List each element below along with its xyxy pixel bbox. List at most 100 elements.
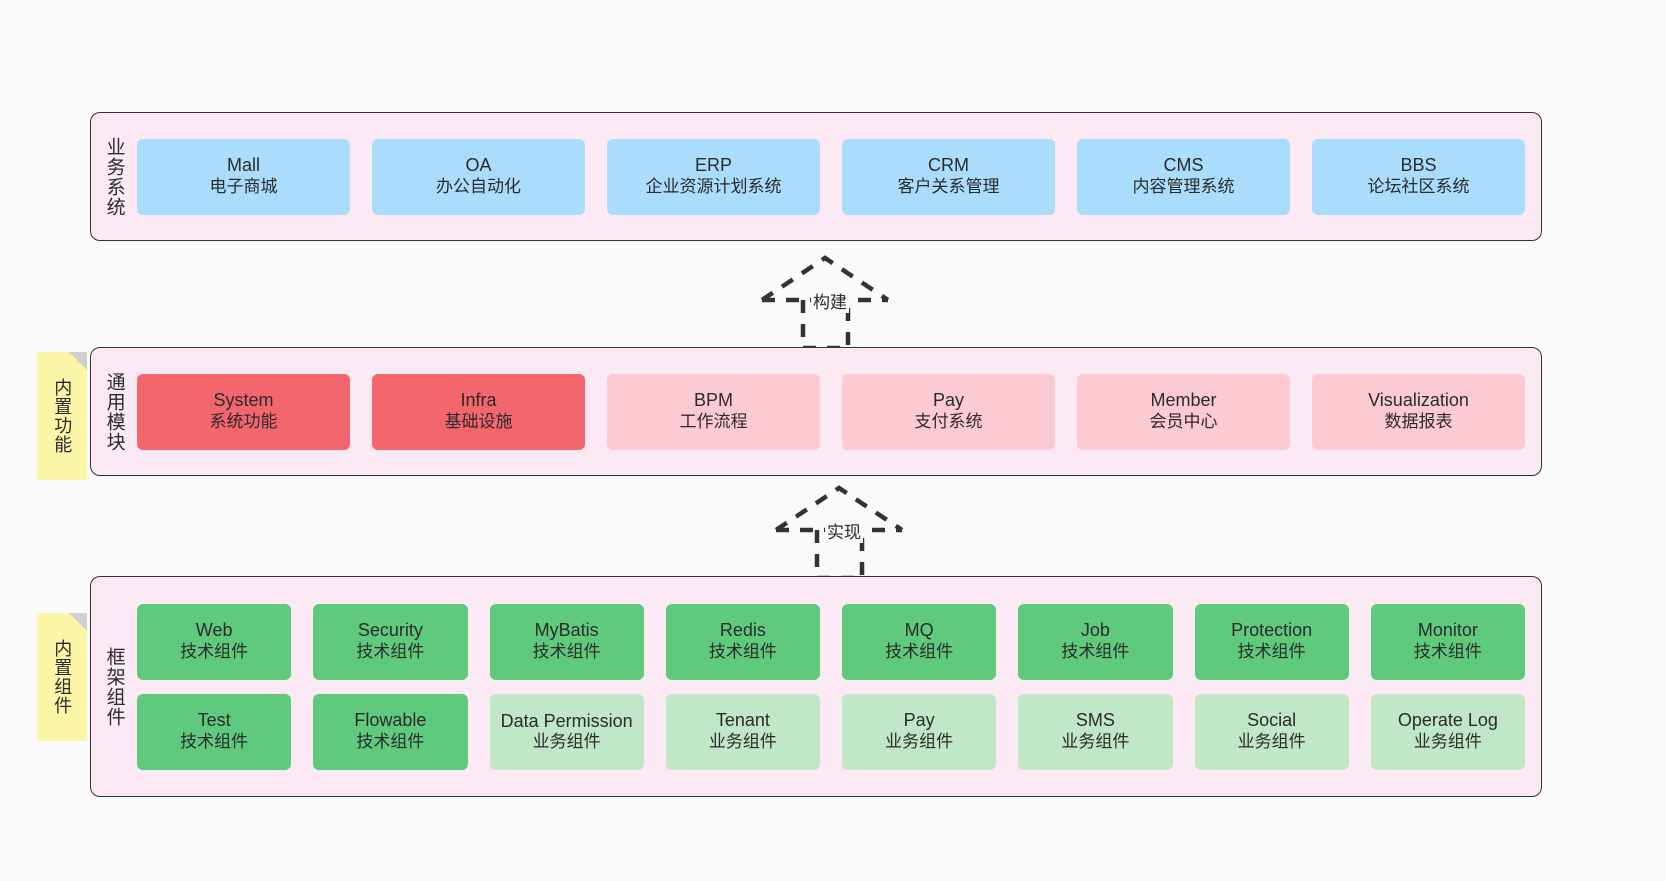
node-protection[interactable]: Protection 技术组件	[1194, 603, 1349, 680]
node-subtitle: 技术组件	[1061, 642, 1130, 662]
node-subtitle: 业务组件	[1061, 732, 1130, 752]
node-crm[interactable]: CRM 客户关系管理	[842, 138, 1055, 215]
node-visualization[interactable]: Visualization 数据报表	[1312, 373, 1525, 450]
node-subtitle: 电子商城	[209, 177, 278, 197]
node-social[interactable]: Social 业务组件	[1194, 693, 1349, 770]
node-subtitle: 系统功能	[209, 412, 278, 432]
node-mall[interactable]: Mall 电子商城	[137, 138, 350, 215]
node-subtitle: 支付系统	[914, 412, 983, 432]
node-subtitle: 办公自动化	[436, 177, 521, 197]
node-title: Pay	[932, 390, 965, 411]
node-title: Web	[195, 620, 233, 641]
layer-common-modules-title: 通用模块	[103, 371, 125, 452]
node-subtitle: 业务组件	[708, 732, 777, 752]
node-mybatis[interactable]: MyBatis 技术组件	[489, 603, 644, 680]
node-title: Visualization	[1368, 390, 1469, 411]
node-row: Test 技术组件 Flowable 技术组件 Data Permission …	[137, 693, 1525, 770]
node-subtitle: 技术组件	[708, 642, 777, 662]
node-data-permission[interactable]: Data Permission 业务组件	[489, 693, 644, 770]
node-subtitle: 技术组件	[885, 642, 954, 662]
layer-common-modules: 通用模块 System 系统功能 Infra 基础设施 BPM 工作流程 Pay…	[90, 347, 1542, 476]
node-flowable[interactable]: Flowable 技术组件	[313, 693, 468, 770]
node-cms[interactable]: CMS 内容管理系统	[1077, 138, 1290, 215]
node-infra[interactable]: Infra 基础设施	[372, 373, 585, 450]
node-subtitle: 业务组件	[885, 732, 954, 752]
note-label: 内置功能	[52, 378, 73, 454]
dashed-generalization-arrow-icon	[774, 485, 904, 581]
node-title: Security	[357, 620, 423, 641]
node-title: Protection	[1231, 620, 1313, 641]
node-subtitle: 内容管理系统	[1132, 177, 1235, 197]
node-oa[interactable]: OA 办公自动化	[372, 138, 585, 215]
connector-implement-label: 实现	[825, 518, 863, 543]
node-title: Tenant	[715, 710, 770, 731]
connector-implement: 实现	[762, 478, 942, 581]
node-title: Redis	[719, 620, 766, 641]
note-builtin-features: 内置功能	[37, 352, 87, 480]
node-web[interactable]: Web 技术组件	[137, 603, 292, 680]
node-job[interactable]: Job 技术组件	[1018, 603, 1173, 680]
node-subtitle: 技术组件	[180, 642, 249, 662]
layer-common-modules-body: System 系统功能 Infra 基础设施 BPM 工作流程 Pay 支付系统…	[137, 348, 1541, 475]
node-title: Job	[1080, 620, 1110, 641]
node-mq[interactable]: MQ 技术组件	[842, 603, 997, 680]
node-pay-module[interactable]: Pay 支付系统	[842, 373, 1055, 450]
node-title: Flowable	[354, 710, 427, 731]
node-title: Social	[1247, 710, 1297, 731]
node-operate-log[interactable]: Operate Log 业务组件	[1370, 693, 1525, 770]
node-subtitle: 技术组件	[1237, 642, 1306, 662]
node-row: Mall 电子商城 OA 办公自动化 ERP 企业资源计划系统 CRM 客户关系…	[137, 138, 1525, 215]
layer-business-systems-title: 业务系统	[103, 136, 125, 217]
node-system[interactable]: System 系统功能	[137, 373, 350, 450]
layer-framework-components-body: Web 技术组件 Security 技术组件 MyBatis 技术组件 Redi…	[137, 577, 1541, 796]
node-test[interactable]: Test 技术组件	[137, 693, 292, 770]
node-subtitle: 数据报表	[1384, 412, 1453, 432]
node-title: Pay	[903, 710, 935, 731]
node-sms[interactable]: SMS 业务组件	[1018, 693, 1173, 770]
note-builtin-components: 内置组件	[37, 613, 87, 741]
node-title: ERP	[694, 155, 732, 176]
note-label: 内置组件	[52, 639, 73, 715]
node-title: BBS	[1400, 155, 1437, 176]
node-row: System 系统功能 Infra 基础设施 BPM 工作流程 Pay 支付系统…	[137, 373, 1525, 450]
node-member[interactable]: Member 会员中心	[1077, 373, 1290, 450]
node-subtitle: 技术组件	[356, 732, 425, 752]
node-title: System	[213, 390, 274, 411]
node-subtitle: 工作流程	[679, 412, 748, 432]
node-subtitle: 会员中心	[1149, 412, 1218, 432]
node-subtitle: 企业资源计划系统	[645, 177, 782, 197]
node-monitor[interactable]: Monitor 技术组件	[1370, 603, 1525, 680]
node-subtitle: 业务组件	[1237, 732, 1306, 752]
node-redis[interactable]: Redis 技术组件	[665, 603, 820, 680]
dashed-generalization-arrow-icon	[760, 255, 890, 351]
node-subtitle: 技术组件	[180, 732, 249, 752]
node-title: Mall	[226, 155, 260, 176]
node-erp[interactable]: ERP 企业资源计划系统	[607, 138, 820, 215]
node-title: SMS	[1075, 710, 1115, 731]
node-subtitle: 业务组件	[1413, 732, 1482, 752]
node-bbs[interactable]: BBS 论坛社区系统	[1312, 138, 1525, 215]
node-security[interactable]: Security 技术组件	[313, 603, 468, 680]
layer-framework-components-title: 框架组件	[103, 646, 125, 727]
node-title: OA	[465, 155, 492, 176]
node-row: Web 技术组件 Security 技术组件 MyBatis 技术组件 Redi…	[137, 603, 1525, 680]
layer-business-systems: 业务系统 Mall 电子商城 OA 办公自动化 ERP 企业资源计划系统 CRM…	[90, 112, 1542, 241]
node-title: Member	[1150, 390, 1217, 411]
node-subtitle: 客户关系管理	[897, 177, 1000, 197]
node-title: Test	[197, 710, 231, 731]
node-subtitle: 技术组件	[532, 642, 601, 662]
node-title: MQ	[904, 620, 934, 641]
node-subtitle: 论坛社区系统	[1367, 177, 1470, 197]
node-title: BPM	[693, 390, 733, 411]
node-pay-component[interactable]: Pay 业务组件	[842, 693, 997, 770]
node-bpm[interactable]: BPM 工作流程	[607, 373, 820, 450]
node-subtitle: 业务组件	[532, 731, 601, 751]
node-title: MyBatis	[534, 620, 599, 641]
node-subtitle: 基础设施	[444, 412, 513, 432]
node-title: Infra	[460, 390, 497, 411]
node-tenant[interactable]: Tenant 业务组件	[665, 693, 820, 770]
layer-framework-components: 框架组件 Web 技术组件 Security 技术组件 MyBatis 技术组件…	[90, 576, 1542, 797]
connector-build-label: 构建	[811, 288, 849, 313]
connector-build: 构建	[748, 248, 928, 351]
